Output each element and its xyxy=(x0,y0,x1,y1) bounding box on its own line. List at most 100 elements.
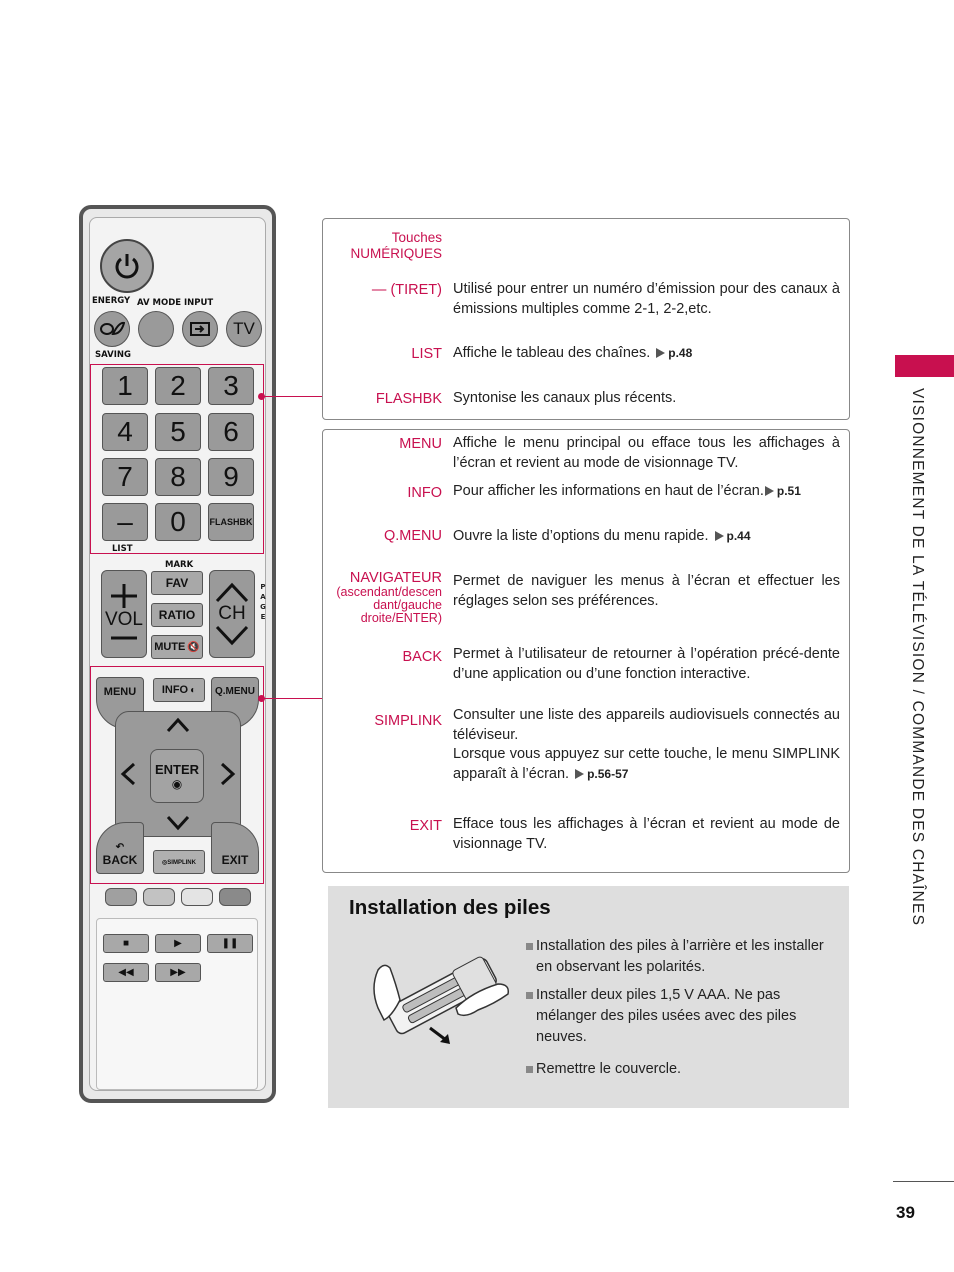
key-label-menu: MENU xyxy=(399,436,442,452)
key-label-numeric: Touches NUMÉRIQUES xyxy=(350,230,442,261)
key-label-info: INFO xyxy=(407,485,442,501)
play-icon: ▶ xyxy=(174,938,182,949)
fast-forward-icon: ▶▶ xyxy=(170,967,186,978)
desc-flashbk: Syntonise les canaux plus récents. xyxy=(453,390,677,406)
key-label-exit: EXIT xyxy=(409,818,442,834)
desc-info: Pour afficher les informations en haut d… xyxy=(453,483,801,499)
description-box-numeric xyxy=(322,218,850,420)
energy-saving-icon xyxy=(100,321,125,336)
page-number-rule xyxy=(893,1181,954,1182)
digit-4-key: 4 xyxy=(102,413,148,451)
bullet-icon xyxy=(526,1066,533,1073)
flashbk-key: FLASHBK xyxy=(208,503,254,541)
tv-button: TV xyxy=(226,311,262,347)
digit-0-key: 0 xyxy=(155,503,201,541)
ch-label: CH xyxy=(218,603,246,624)
rewind-icon: ◀◀ xyxy=(118,967,134,978)
input-label: INPUT xyxy=(184,298,214,308)
page-ref-arrow-icon xyxy=(714,531,724,541)
minus-icon xyxy=(111,636,137,640)
battery-section-title: Installation des piles xyxy=(349,896,551,919)
leader-line-bottom xyxy=(264,698,322,699)
bullet-icon xyxy=(526,943,533,950)
av-mode-label: AV MODE xyxy=(137,298,182,308)
battery-installation-illustration xyxy=(373,956,510,1044)
battery-step-3: Remettre le couvercle. xyxy=(536,1061,682,1077)
av-mode-button xyxy=(138,311,174,347)
power-icon xyxy=(115,254,139,279)
pause-button: ❚❚ xyxy=(207,934,253,953)
page-ref: p.56-57 xyxy=(587,766,629,781)
digit-6-key: 6 xyxy=(208,413,254,451)
digit-1-key: 1 xyxy=(102,367,148,405)
desc-dash: Utilisé pour entrer un numéro d’émission… xyxy=(453,281,840,317)
red-color-key xyxy=(105,888,137,906)
mark-label: MARK xyxy=(165,560,194,570)
digit-2-key: 2 xyxy=(155,367,201,405)
mute-button: MUTE 🔇 xyxy=(151,635,203,659)
pause-icon: ❚❚ xyxy=(221,938,239,949)
vol-label: VOL xyxy=(104,609,144,630)
info-button: INFO ◐ xyxy=(153,678,205,702)
arrow-up-icon xyxy=(166,717,190,733)
section-tab-marker xyxy=(895,355,954,377)
chevron-down-icon xyxy=(215,625,249,646)
energy-saving-button xyxy=(94,311,130,347)
bullet-icon xyxy=(526,992,533,999)
digit-8-key: 8 xyxy=(155,458,201,496)
simplink-button: ◎SIMPLINK xyxy=(153,850,205,874)
section-side-title: VISIONNEMENT DE LA TÉLÉVISION / COMMANDE… xyxy=(909,388,926,927)
stop-icon: ■ xyxy=(122,938,130,949)
key-label-dash: — (TIRET) xyxy=(371,282,442,298)
volume-rocker: VOL xyxy=(101,570,147,658)
page-ref: p.48 xyxy=(668,346,693,360)
number-keys-highlight xyxy=(90,364,264,554)
enter-button: ENTER ◉ xyxy=(150,749,204,803)
page-ref: p.51 xyxy=(776,484,801,498)
back-arrow-icon: ↶ xyxy=(115,842,125,853)
plus-icon xyxy=(111,584,137,608)
tv-label: TV xyxy=(233,319,255,338)
key-sublabel-navigator: (ascendant/descen dant/gauche droite/ENT… xyxy=(336,585,442,625)
key-label-navigator: NAVIGATEUR xyxy=(349,570,442,586)
page-number: 39 xyxy=(896,1203,915,1222)
arrow-down-icon xyxy=(166,815,190,831)
input-icon xyxy=(190,322,210,336)
info-icon: ◐ xyxy=(190,684,197,696)
key-label-qmenu: Q.MENU xyxy=(384,528,442,544)
desc-navigator: Permet de naviguer les menus à l’écran e… xyxy=(453,573,840,609)
stop-button: ■ xyxy=(103,934,149,953)
play-button: ▶ xyxy=(155,934,201,953)
key-label-flashbk: FLASHBK xyxy=(375,391,442,407)
navigation-keys-highlight xyxy=(90,666,264,884)
simplink-logo-icon: ◎SIMPLINK xyxy=(162,859,196,866)
desc-menu: Affiche le menu principal ou efface tous… xyxy=(453,435,840,471)
power-button xyxy=(100,239,154,293)
key-label-back: BACK xyxy=(402,649,443,665)
back-button: ↶ BACK xyxy=(96,822,144,874)
arrow-right-icon xyxy=(220,762,236,786)
battery-step-1: Installation des piles à l’arrière et le… xyxy=(536,938,824,975)
page-ref: p.44 xyxy=(726,529,751,543)
description-box-navigation xyxy=(322,429,850,873)
saving-label: SAVING xyxy=(95,350,131,360)
desc-exit: Efface tous les affichages à l’écran et … xyxy=(453,816,840,852)
fast-forward-button: ▶▶ xyxy=(155,963,201,982)
input-button xyxy=(182,311,218,347)
fav-button: FAV xyxy=(151,571,203,595)
exit-button: EXIT xyxy=(211,822,259,874)
energy-label: ENERGY xyxy=(92,296,131,306)
enter-dot-icon: ◉ xyxy=(171,776,183,791)
list-label: LIST xyxy=(112,544,133,554)
battery-step-2: Installer deux piles 1,5 V AAA. Ne pas m… xyxy=(536,987,797,1045)
blue-color-key xyxy=(219,888,251,906)
dash-key: – xyxy=(102,503,148,541)
channel-rocker: CH xyxy=(209,570,255,658)
desc-simplink: Consulter une liste des appareils audiov… xyxy=(453,707,840,782)
leader-dot-top xyxy=(258,393,265,400)
key-label-list: LIST xyxy=(411,346,442,362)
leader-line-top xyxy=(264,396,322,397)
digit-5-key: 5 xyxy=(155,413,201,451)
desc-qmenu: Ouvre la liste d’options du menu rapide.… xyxy=(453,528,751,544)
digit-3-key: 3 xyxy=(208,367,254,405)
